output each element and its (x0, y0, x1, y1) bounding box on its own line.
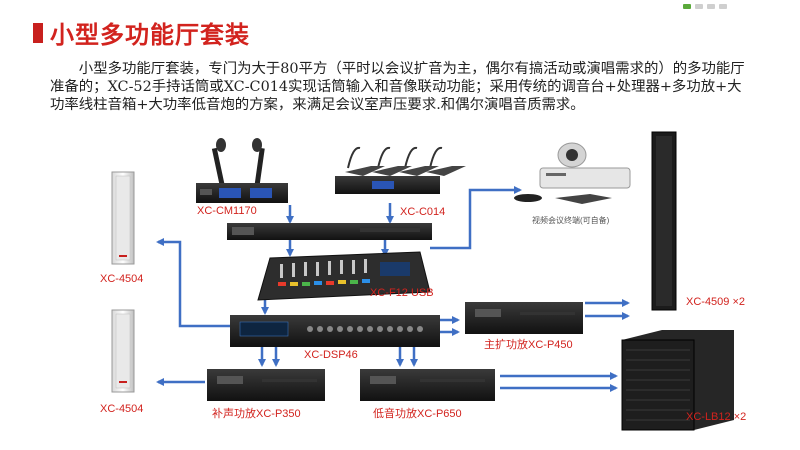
description-paragraph: 小型多功能厅套装，专门为大于80平方（平时以会议扩音为主，偶尔有搞活动或演唱需求… (50, 61, 745, 113)
page-title: 小型多功能厅套装 (50, 21, 250, 49)
arrow-dsp-to-left-top-speaker (156, 238, 232, 328)
speaker-left-bottom (111, 309, 135, 393)
speaker-right-column (651, 131, 677, 311)
label-video-terminal: 视频会议终端(可自备) (532, 216, 610, 225)
label-speaker-left-top: XC-4504 (100, 273, 144, 285)
label-mic-receiver: XC-CM1170 (197, 205, 257, 217)
label-conference: XC-C014 (400, 206, 446, 218)
label-speaker-right-column: XC-4509 ×2 (686, 296, 746, 308)
fill-amplifier (207, 369, 325, 401)
title-bullet (33, 23, 43, 43)
nav-dot[interactable] (695, 3, 703, 9)
bass-amplifier (360, 369, 495, 401)
label-mixer: XC-F12 USB (370, 287, 434, 299)
main-amplifier (465, 302, 583, 334)
connections (156, 186, 630, 392)
dsp-processor (230, 315, 440, 347)
slide-navigation (683, 2, 727, 10)
label-main-amp: 主扩功放XC-P450 (484, 339, 573, 351)
nav-dot-active[interactable] (683, 3, 691, 9)
label-bass-amp: 低音功放XC-P650 (373, 408, 462, 420)
mixer (257, 251, 431, 301)
label-dsp: XC-DSP46 (304, 349, 358, 361)
label-subwoofer: XC-LB12 ×2 (686, 411, 747, 423)
label-fill-amp: 补声功放XC-P350 (212, 408, 301, 420)
nav-dot[interactable] (719, 3, 727, 9)
wireless-mic-receiver (196, 138, 288, 203)
label-speaker-left-bottom: XC-4504 (100, 403, 144, 415)
conference-system (335, 146, 466, 194)
subwoofer (621, 330, 734, 431)
video-conference-terminal (514, 142, 631, 204)
arrow-mixer-to-video (430, 186, 522, 250)
feedback-processor (227, 223, 432, 240)
speaker-left-top (111, 171, 135, 265)
nav-dot[interactable] (707, 3, 715, 9)
